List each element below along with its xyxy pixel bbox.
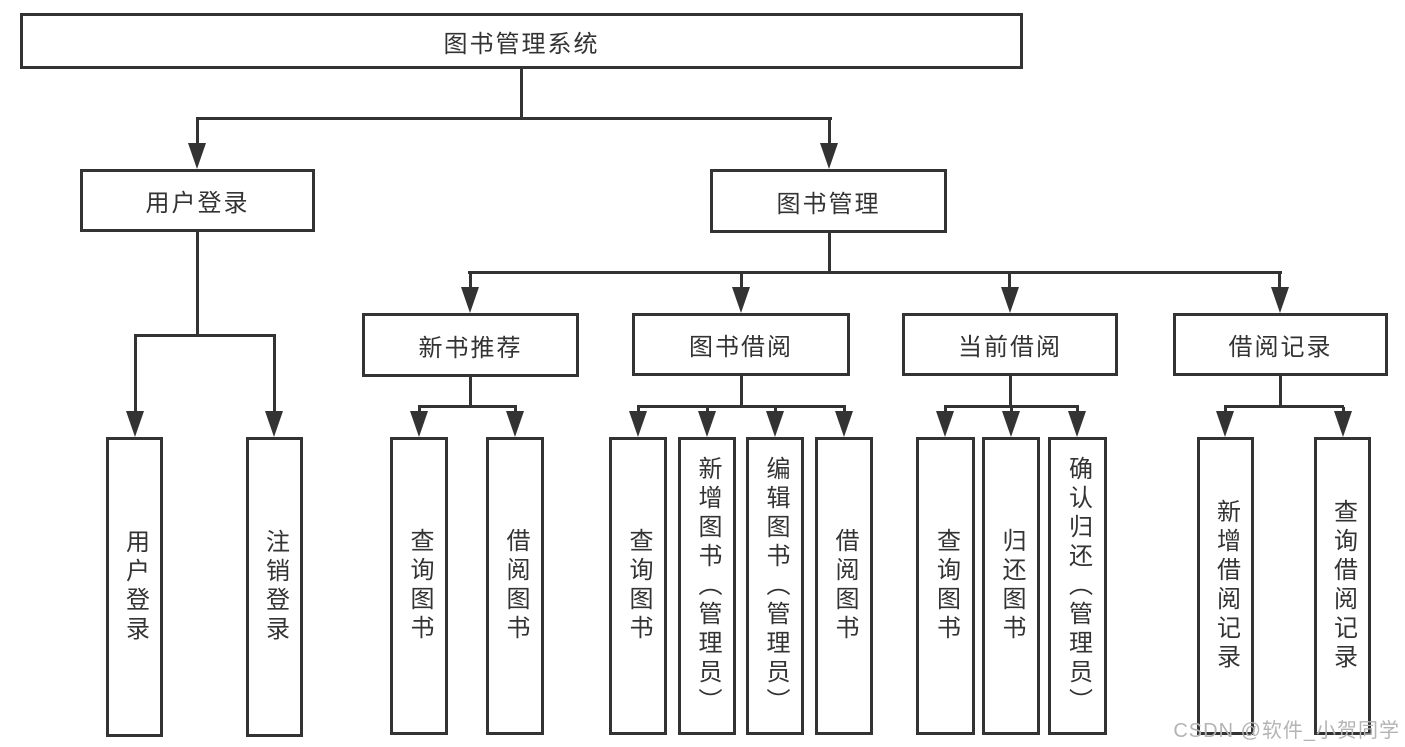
leaf-query-borrow-record: 查询借阅记录 [1314, 437, 1371, 735]
arrow-down-icon [732, 287, 750, 313]
node-root-label: 图书管理系统 [443, 30, 600, 58]
connector-new-book-stem [469, 377, 472, 407]
leaf-borrow-book-recommend-label: 借阅图书 [502, 528, 529, 644]
node-book-borrow-label: 图书借阅 [689, 334, 793, 361]
connector-user-login-rail [134, 334, 276, 337]
leaf-borrow-book-label: 借阅图书 [831, 528, 858, 644]
leaf-return-book-label: 归还图书 [998, 528, 1025, 644]
connector-root-stem [520, 69, 523, 119]
leaf-confirm-return-admin-label: 确认归还（管理员） [1064, 455, 1092, 717]
leaf-borrow-book-recommend: 借阅图书 [486, 437, 544, 735]
leaf-add-book-admin: 新增图书（管理员） [678, 437, 736, 735]
arrow-down-icon [1271, 287, 1289, 313]
arrow-down-icon [265, 411, 283, 437]
leaf-return-book: 归还图书 [982, 437, 1040, 735]
connector-stem-borrow-record [1278, 273, 1281, 289]
connector-stem-user-login [196, 119, 199, 145]
leaf-logout-label: 注销登录 [261, 529, 289, 645]
connector-current-borrow-stem [1009, 376, 1012, 407]
connector-borrow-record-stem [1279, 376, 1282, 407]
node-current-borrow: 当前借阅 [902, 313, 1118, 376]
leaf-query-book-current: 查询图书 [916, 437, 975, 735]
arrow-down-icon [1001, 287, 1019, 313]
node-book-management: 图书管理 [710, 169, 947, 233]
connector-book-mgmt-stem [828, 233, 831, 273]
node-borrow-record-label: 借阅记录 [1228, 334, 1333, 361]
arrow-down-icon [126, 411, 144, 437]
leaf-borrow-book: 借阅图书 [815, 437, 873, 735]
connector-book-borrow-rail [637, 405, 846, 408]
connector-borrow-record-rail [1224, 405, 1344, 408]
connector-stem-leaf [134, 336, 137, 414]
node-user-login-label: 用户登录 [145, 190, 250, 217]
connector-level3-rail [468, 271, 1282, 274]
arrow-down-icon [506, 411, 524, 437]
leaf-edit-book-admin: 编辑图书（管理员） [746, 437, 804, 735]
leaf-query-book-current-label: 查询图书 [932, 528, 960, 644]
arrow-down-icon [461, 287, 479, 313]
arrow-down-icon [410, 411, 428, 437]
leaf-add-book-admin-label: 新增图书（管理员） [694, 455, 721, 717]
connector-stem-leaf [273, 336, 276, 414]
leaf-add-borrow-record: 新增借阅记录 [1197, 437, 1254, 735]
leaf-edit-book-admin-label: 编辑图书（管理员） [762, 455, 789, 717]
connector-new-book-rail [418, 405, 517, 408]
connector-book-borrow-stem [740, 376, 743, 407]
arrow-down-icon [188, 143, 206, 169]
leaf-query-book-borrow-label: 查询图书 [625, 528, 652, 644]
leaf-query-book-recommend: 查询图书 [390, 437, 448, 735]
arrow-down-icon [1216, 411, 1234, 437]
arrow-down-icon [629, 411, 647, 437]
arrow-down-icon [1334, 411, 1352, 437]
csdn-watermark: CSDN @软件_小贺同学 [1173, 720, 1400, 742]
leaf-user-login: 用户登录 [106, 437, 163, 737]
node-user-login: 用户登录 [80, 169, 315, 232]
connector-current-borrow-rail [944, 405, 1079, 408]
leaf-query-book-borrow: 查询图书 [609, 437, 667, 735]
arrow-down-icon [820, 143, 838, 169]
leaf-logout: 注销登录 [246, 437, 303, 737]
leaf-query-book-recommend-label: 查询图书 [406, 528, 433, 644]
connector-stem-new-book [469, 273, 472, 289]
leaf-add-borrow-record-label: 新增借阅记录 [1212, 499, 1240, 673]
arrow-down-icon [766, 411, 784, 437]
leaf-query-borrow-record-label: 查询借阅记录 [1329, 499, 1357, 673]
node-new-book-recommend: 新书推荐 [362, 313, 579, 377]
connector-stem-book-mgmt [828, 119, 831, 145]
leaf-confirm-return-admin: 确认归还（管理员） [1048, 437, 1107, 735]
node-borrow-record: 借阅记录 [1173, 313, 1388, 376]
arrow-down-icon [1002, 411, 1020, 437]
node-root: 图书管理系统 [20, 13, 1023, 69]
arrow-down-icon [1068, 411, 1086, 437]
arrow-down-icon [698, 411, 716, 437]
connector-user-login-stem [196, 232, 199, 336]
node-new-book-recommend-label: 新书推荐 [418, 334, 523, 362]
connector-stem-book-borrow [740, 273, 743, 289]
connector-level2-rail [196, 117, 832, 120]
connector-stem-current-borrow [1008, 273, 1011, 289]
arrow-down-icon [936, 411, 954, 437]
leaf-user-login-label: 用户登录 [121, 529, 149, 645]
node-book-management-label: 图书管理 [776, 190, 881, 218]
arrow-down-icon [835, 411, 853, 437]
node-current-borrow-label: 当前借阅 [958, 334, 1062, 361]
node-book-borrow: 图书借阅 [632, 313, 850, 376]
